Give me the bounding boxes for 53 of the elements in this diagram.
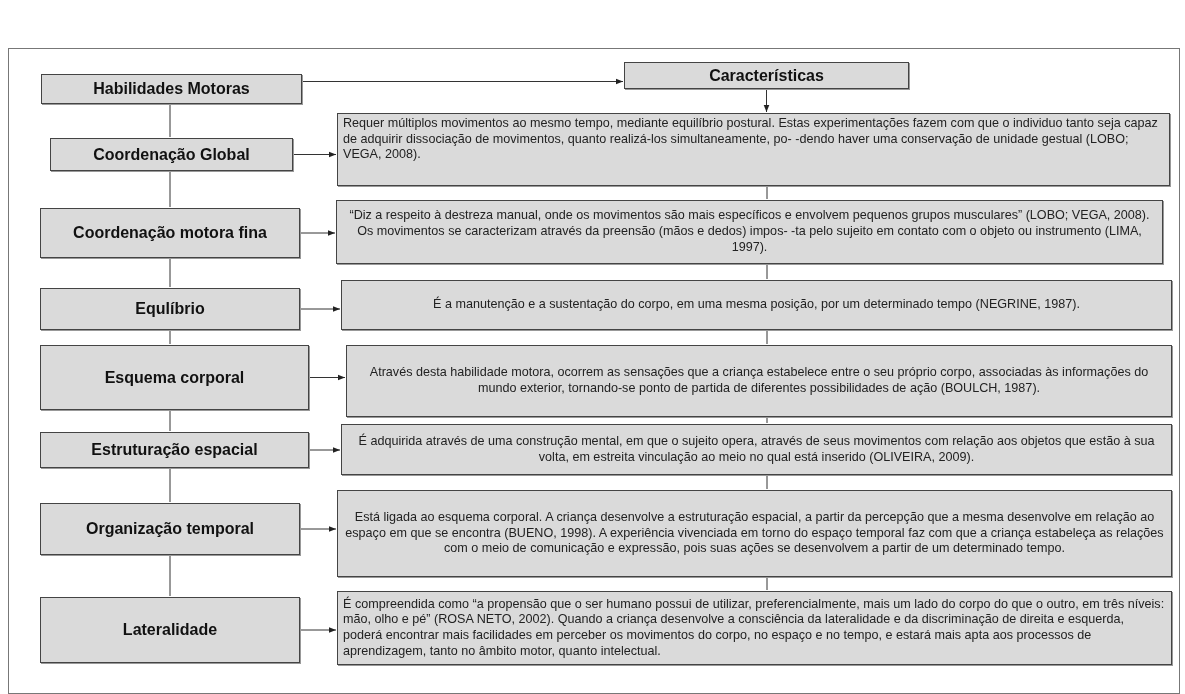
description-box — [336, 200, 1163, 264]
heading-box — [40, 208, 300, 258]
description-box — [341, 424, 1172, 475]
heading-text: Organização temporal — [84, 520, 255, 538]
description-box — [346, 345, 1172, 417]
arrow — [301, 78, 624, 85]
arrow — [299, 230, 336, 236]
description-box — [341, 280, 1172, 330]
arrow — [299, 526, 337, 532]
arrow — [763, 88, 770, 113]
heading-text: Estruturação espacial — [90, 441, 259, 459]
description-box — [337, 113, 1170, 186]
connector-line — [169, 554, 171, 597]
connector-line — [169, 170, 171, 208]
heading-text: Coordenação Global — [92, 145, 251, 164]
heading-box — [40, 503, 300, 555]
connector-line — [766, 474, 768, 490]
arrow — [308, 374, 346, 381]
connector-line — [766, 329, 768, 345]
heading-text: Coordenação motora fina — [72, 224, 268, 242]
description-box — [337, 490, 1172, 577]
connector-line — [169, 409, 171, 432]
heading-text: Características — [708, 66, 825, 85]
heading-box — [41, 74, 302, 104]
heading-box — [50, 138, 293, 171]
connector-line — [169, 103, 171, 138]
heading-box — [40, 597, 300, 663]
description-text: Através desta habilidade motora, ocorrem as sensações que a criança estabelece entre o seu próprio corpo, associadas às informações do mundo exterior, tornando-se ponto de partida de diferentes possibilidades de ação (BOULCH, 1987). — [368, 365, 1150, 397]
arrow — [308, 447, 341, 453]
connector-line — [169, 257, 171, 288]
arrow — [299, 306, 341, 312]
arrow — [299, 627, 337, 633]
connector-line — [766, 576, 768, 591]
connector-line — [766, 185, 768, 200]
heading-box — [624, 62, 909, 89]
description-text: Está ligada ao esquema corporal. A criança desenvolve a estruturação espacial, a partir da percepção que a mesma desenvolve em relação ao espaço em que se encontra (BUENO, 1998). A experiência vivenciada em torno do espaço temporal faz com que a criança estabeleça as relações com o meio de comunicação e expressão, pois suas ações se desenvolvem a partir de um determinado tempo. — [344, 509, 1165, 558]
heading-box — [40, 288, 300, 330]
description-text: É adquirida através de uma construção mental, em que o sujeito opera, através de seus movimentos com relação aos objetos que estão à sua volta, em estreita vinculação ao meio no qual está inserido (OLIVEIRA, 2009). — [357, 433, 1156, 466]
connector-line — [766, 263, 768, 280]
arrow — [292, 151, 337, 158]
heading-box — [40, 432, 309, 468]
description-text: Requer múltiplos movimentos ao mesmo tempo, mediante equilíbrio postural. Estas experimentações fazem com que o individuo tanto seja capaz de adquirir dissociação de movimentos, quanto realizá-los simultaneamente, po- -dendo haver uma conservação de unidade gestual (LOBO; VEGA, 2008). — [343, 116, 1159, 164]
connector-line — [766, 416, 768, 424]
heading-box — [40, 345, 309, 410]
connector-line — [169, 329, 171, 345]
heading-text: Lateralidade — [121, 621, 219, 639]
description-text: É a manutenção e a sustentação do corpo, em uma mesma posição, por um determinado tempo (NEGRINE, 1987). — [432, 297, 1081, 313]
description-text: É compreendida como “a propensão que o ser humano possui de utilizar, preferencialmente, mais um lado do corpo do que o outro, em três níveis: mão, olho e pé” (ROSA NETO, 2002). Quando a criança desenvolve a consciência da lateralidade e da discriminação de direita e esquerda, poderá encontrar mais facilidades em perceber os movimentos do corpo, no espaço e no tempo, e estará mais apta aos processos de aprendizagem, tanto no âmbito motor, quanto intelectual. — [343, 596, 1166, 660]
connector-line — [169, 467, 171, 503]
heading-text: Equlíbrio — [134, 300, 206, 318]
heading-text: Esquema corporal — [103, 368, 246, 387]
description-text: “Diz a respeito à destreza manual, onde os movimentos são mais específicos e envolvem pequenos grupos musculares” (LOBO; VEGA, 2008). Os movimentos se caracterizam através da preensão (mãos e dedos) impos- -ta pelo sujeito em contato com o objeto ou instrumento (LIMA, 1997). — [348, 208, 1151, 256]
heading-text: Habilidades Motoras — [92, 80, 251, 98]
